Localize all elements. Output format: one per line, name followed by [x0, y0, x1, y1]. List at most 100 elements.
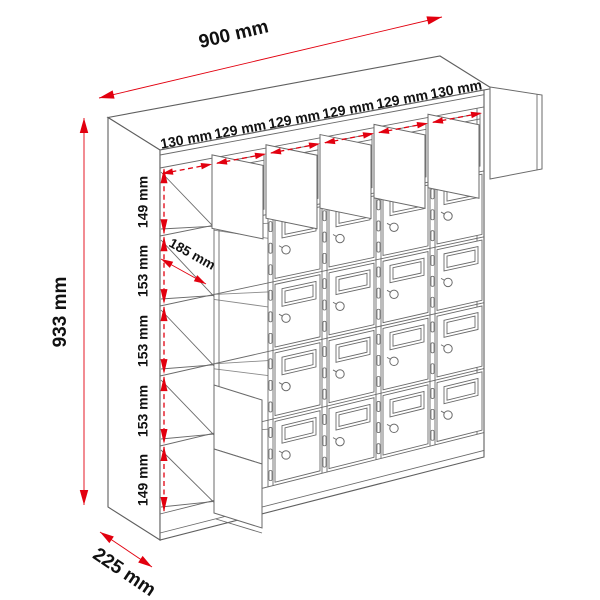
lock-notch-line [440, 344, 445, 348]
open-door [319, 133, 372, 220]
frame-line [159, 449, 485, 534]
row-height-label-2: 153 mm [135, 245, 151, 297]
mounting-slot-icon [430, 209, 435, 221]
mounting-slot-icon [268, 311, 273, 323]
mounting-slot-icon [430, 388, 435, 399]
mounting-slot-icon [268, 289, 273, 301]
mounting-slot-icon [430, 230, 435, 242]
label-window-inner [284, 284, 314, 304]
overall-depth-label: 225 mm [89, 544, 159, 600]
dimension-arrow-icon [99, 90, 115, 99]
shelf-edge-line [160, 364, 215, 370]
lock-icon [281, 245, 291, 255]
closed-locker-doors [274, 173, 483, 483]
mounting-slot-icon [268, 332, 273, 344]
locker-door [274, 342, 321, 417]
red-dimension-chains [160, 111, 482, 512]
locker-door [328, 329, 375, 404]
dimension-arrow-icon [416, 122, 428, 129]
dimension-arrow-icon [254, 152, 266, 160]
mounting-slot-icon [376, 401, 381, 412]
mounting-slot-icon [268, 427, 273, 438]
mounting-slot-icon [430, 254, 435, 266]
mounting-slot-icon [430, 363, 435, 375]
lock-notch-line [386, 423, 391, 427]
lock-notch-line [332, 437, 337, 441]
mounting-slot-icon [322, 414, 327, 425]
lock-icon [281, 450, 291, 460]
shelf-diagonal-line [213, 299, 269, 308]
mounting-slot-icon [268, 264, 273, 276]
dimension-arrow-icon [426, 16, 442, 25]
dimension-arrow-icon [79, 118, 89, 133]
label-window-inner [392, 261, 422, 280]
mounting-slot-icon [322, 367, 327, 379]
lock-icon [443, 277, 453, 288]
dimension-arrow-icon [160, 429, 168, 445]
lock-icon [443, 211, 453, 221]
dimension-arrow-icon [79, 490, 89, 505]
lock-icon [281, 381, 291, 392]
mounting-slot-icon [322, 456, 327, 468]
mounting-slot-icon [268, 221, 273, 233]
label-window-inner [446, 315, 476, 335]
overall-dimension-lines [79, 16, 443, 568]
label-window-inner [446, 381, 476, 401]
dimension-arrow-icon [160, 359, 168, 375]
mounting-slot-icon [376, 422, 381, 433]
label-window [281, 348, 317, 376]
shelf-edge-line [160, 225, 215, 230]
mounting-slot-icon [376, 287, 381, 299]
lock-notch-line [278, 382, 283, 385]
open-door-bottom [213, 448, 263, 529]
label-window [389, 324, 425, 351]
label-window [443, 311, 479, 338]
shelf-diagonal-line [160, 379, 215, 436]
mounting-slot-icon [268, 448, 273, 460]
mounting-slot-icon [322, 253, 327, 264]
shelf-diagonal-line [160, 309, 215, 367]
label-window [335, 403, 371, 431]
mounting-slot-icon [430, 296, 435, 308]
lock-notch-line [440, 410, 445, 414]
mounting-slot-icon [430, 408, 435, 420]
dimension-arrow-icon [193, 275, 206, 284]
dimension-arrow-icon [378, 127, 390, 134]
mounting-slot-icon [268, 358, 273, 370]
shelf-diagonal-line [160, 171, 215, 228]
mounting-slot-icon [376, 354, 381, 366]
locker-door [328, 397, 375, 470]
label-window [443, 377, 479, 405]
shelf-edge-line [213, 360, 269, 365]
open-door [427, 113, 480, 199]
shelf-diagonal-line [160, 239, 215, 297]
open-column-shelves [160, 171, 215, 508]
dimension-arrow-icon [160, 446, 168, 462]
mounting-slot-icon [376, 443, 381, 455]
locker-door [436, 305, 483, 378]
mounting-slot-icon [268, 242, 273, 254]
lock-notch-line [386, 222, 391, 226]
lock-icon [389, 222, 399, 232]
lock-icon [281, 313, 291, 323]
label-window [389, 390, 425, 418]
locker-door [382, 384, 429, 456]
mounting-slot-icon [268, 470, 273, 481]
mounting-slot-icon [376, 266, 381, 278]
mounting-slot-icon [376, 333, 381, 345]
locker-door [328, 262, 375, 336]
lock-icon [443, 344, 453, 354]
label-window [443, 246, 479, 272]
lock-notch-line [332, 234, 337, 237]
locker-door [436, 239, 483, 312]
mounting-slot-icon [322, 388, 327, 400]
open-bottom-doors [213, 384, 263, 534]
lock-notch-line [278, 313, 283, 317]
label-window-inner [338, 272, 368, 292]
overall-height-label: 933 mm [50, 277, 71, 348]
shelf-edge-line [160, 295, 215, 300]
label-window-inner [446, 249, 476, 269]
lock-icon [389, 423, 399, 434]
